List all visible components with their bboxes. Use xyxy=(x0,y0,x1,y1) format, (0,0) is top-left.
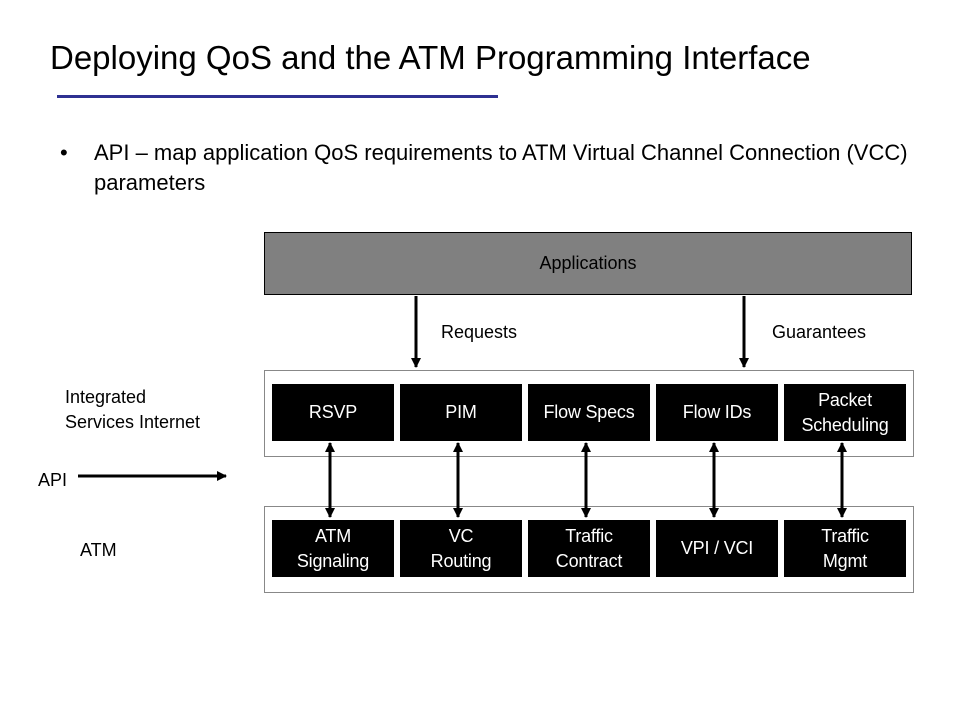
vpi-vci-box: VPI / VCI xyxy=(656,520,778,577)
requests-label: Requests xyxy=(441,322,518,342)
flow-specs-box: Flow Specs xyxy=(528,384,650,441)
vc-routing-box: VC Routing xyxy=(400,520,522,577)
page-title: Deploying QoS and the ATM Programming In… xyxy=(50,39,811,76)
api-label: API xyxy=(38,470,68,490)
traffic-contract-box: Traffic Contract xyxy=(528,520,650,577)
bullet-text: API – map application QoS requirements t… xyxy=(94,140,908,195)
applications-box: Applications xyxy=(264,232,912,295)
bullet-marker: • xyxy=(60,140,68,165)
pim-box: PIM xyxy=(400,384,522,441)
atm-signaling-box: ATM Signaling xyxy=(272,520,394,577)
title-underline xyxy=(57,95,498,98)
applications-label: Applications xyxy=(539,253,637,273)
guarantees-label: Guarantees xyxy=(772,322,867,342)
rsvp-box: RSVP xyxy=(272,384,394,441)
packet-scheduling-box: Packet Scheduling xyxy=(784,384,906,441)
integrated-services-label: Integrated Services Internet xyxy=(65,387,201,432)
flow-ids-box: Flow IDs xyxy=(656,384,778,441)
traffic-mgmt-box: Traffic Mgmt xyxy=(784,520,906,577)
atm-label: ATM xyxy=(80,540,117,560)
